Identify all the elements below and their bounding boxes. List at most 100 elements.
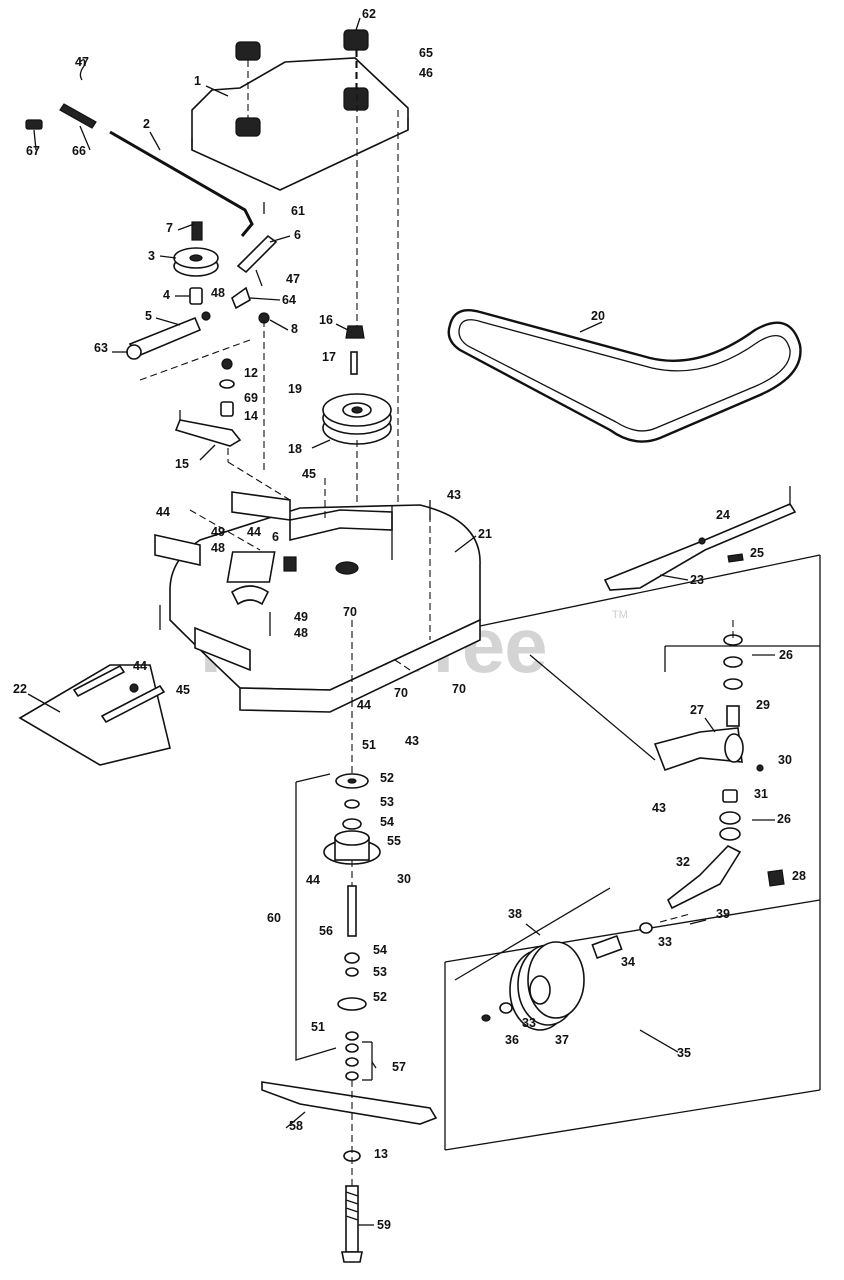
callout-39: 39 — [716, 907, 730, 921]
callout-44a: 44 — [156, 505, 170, 519]
callout-29: 29 — [756, 698, 770, 712]
part-60-spindle-assembly — [261, 700, 438, 1263]
callout-13: 13 — [374, 1147, 388, 1161]
callout-53a: 53 — [380, 795, 394, 809]
callout-33a: 33 — [658, 935, 672, 949]
part-3-idler-assembly — [126, 221, 251, 381]
callout-8: 8 — [291, 322, 298, 336]
callout-52b: 52 — [373, 990, 387, 1004]
callout-43a: 43 — [447, 488, 461, 502]
callout-35: 35 — [677, 1046, 691, 1060]
callout-21: 21 — [478, 527, 492, 541]
callout-6b: 6 — [272, 530, 279, 544]
part-22-discharge-chute — [18, 664, 171, 766]
callout-64: 64 — [282, 293, 296, 307]
callout-5: 5 — [145, 309, 152, 323]
callout-27: 27 — [690, 703, 704, 717]
callout-44d: 44 — [357, 698, 371, 712]
callout-61: 61 — [291, 204, 305, 218]
callout-24: 24 — [716, 508, 730, 522]
callout-22: 22 — [13, 682, 27, 696]
part-15-bracket — [174, 358, 291, 501]
callout-17: 17 — [322, 350, 336, 364]
callout-18: 18 — [288, 442, 302, 456]
callout-70a: 70 — [343, 605, 357, 619]
callout-49b: 49 — [294, 610, 308, 624]
callout-37: 37 — [555, 1033, 569, 1047]
callout-16: 16 — [319, 313, 333, 327]
callout-51a: 51 — [362, 738, 376, 752]
part-2-control-rod — [25, 59, 254, 237]
callout-32: 32 — [676, 855, 690, 869]
callout-7: 7 — [166, 221, 173, 235]
callout-62: 62 — [362, 7, 376, 21]
callout-44b: 44 — [247, 525, 261, 539]
callout-labels: 1 2 3 4 5 6 6 7 8 12 13 14 15 16 17 18 1… — [13, 7, 806, 1232]
callout-20: 20 — [591, 309, 605, 323]
callout-60: 60 — [267, 911, 281, 925]
callout-48c: 48 — [294, 626, 308, 640]
callout-12: 12 — [244, 366, 258, 380]
callout-36: 36 — [505, 1033, 519, 1047]
callout-45a: 45 — [302, 467, 316, 481]
callout-2: 2 — [143, 117, 150, 131]
watermark-trademark: TM — [612, 609, 628, 621]
callout-70c: 70 — [452, 682, 466, 696]
callout-49a: 49 — [211, 525, 225, 539]
callout-47b: 47 — [286, 272, 300, 286]
callout-69: 69 — [244, 391, 258, 405]
callout-34: 34 — [621, 955, 635, 969]
part-1-cover-plate — [191, 29, 409, 191]
callout-70b: 70 — [394, 686, 408, 700]
callout-46: 46 — [419, 66, 433, 80]
callout-15: 15 — [175, 457, 189, 471]
callout-38: 38 — [508, 907, 522, 921]
callout-33b: 33 — [522, 1016, 536, 1030]
callout-48a: 48 — [211, 286, 225, 300]
callout-19: 19 — [288, 382, 302, 396]
callout-14: 14 — [244, 409, 258, 423]
part-20-belt — [447, 308, 802, 443]
callout-1: 1 — [194, 74, 201, 88]
callout-53b: 53 — [373, 965, 387, 979]
callout-57: 57 — [392, 1060, 406, 1074]
callout-3: 3 — [148, 249, 155, 263]
callout-6a: 6 — [294, 228, 301, 242]
callout-54a: 54 — [380, 815, 394, 829]
part-23-baffle — [603, 486, 797, 591]
callout-59: 59 — [377, 1218, 391, 1232]
callout-25: 25 — [750, 546, 764, 560]
callout-58: 58 — [289, 1119, 303, 1133]
callout-28: 28 — [792, 869, 806, 883]
callout-44e: 44 — [306, 873, 320, 887]
callout-45b: 45 — [176, 683, 190, 697]
part-6-link-arm — [236, 202, 278, 470]
callout-55: 55 — [387, 834, 401, 848]
callout-23: 23 — [690, 573, 704, 587]
callout-47a: 47 — [75, 55, 89, 69]
callout-26a: 26 — [779, 648, 793, 662]
callout-65: 65 — [419, 46, 433, 60]
callout-67: 67 — [26, 144, 40, 158]
callout-66: 66 — [72, 144, 86, 158]
callout-63: 63 — [94, 341, 108, 355]
callout-4: 4 — [163, 288, 170, 302]
part-27-pivot-arm — [653, 620, 820, 910]
callout-52a: 52 — [380, 771, 394, 785]
callout-44c: 44 — [133, 659, 147, 673]
callout-30a: 30 — [778, 753, 792, 767]
leader-lines — [27, 17, 775, 1226]
callout-30b: 30 — [397, 872, 411, 886]
part-21-mower-deck — [154, 491, 481, 713]
part-35-wheel-assembly — [444, 555, 821, 1151]
callout-56: 56 — [319, 924, 333, 938]
part-18-pulley — [322, 50, 399, 560]
connector-lines — [189, 478, 821, 783]
callout-48b: 48 — [211, 541, 225, 555]
callout-43c: 43 — [652, 801, 666, 815]
callout-31: 31 — [754, 787, 768, 801]
callout-26b: 26 — [777, 812, 791, 826]
callout-43b: 43 — [405, 734, 419, 748]
callout-51b: 51 — [311, 1020, 325, 1034]
